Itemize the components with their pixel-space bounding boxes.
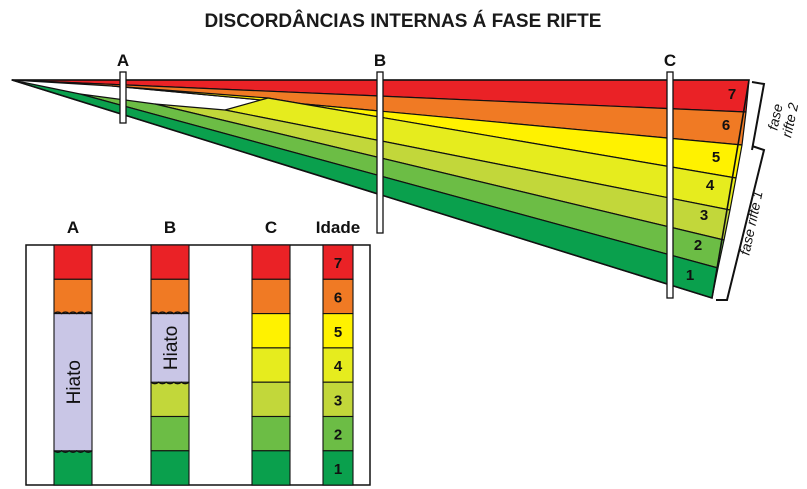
section-unit-label-2: 2: [694, 237, 702, 254]
well-label-b: B: [374, 51, 386, 70]
column-b-unit-7: [150, 244, 190, 280]
stratigraphic-columns: A Hiato B Hiato C Idade 7 6 5 4 3 2 1: [25, 218, 371, 486]
column-idade-unit-2: [322, 415, 354, 452]
section-unit-label-6: 6: [722, 117, 730, 134]
age-label-4: 4: [334, 358, 343, 375]
phase-label-rifte-2: faserifte 2: [764, 98, 802, 139]
section-unit-label-1: 1: [686, 267, 694, 284]
column-a: A Hiato: [53, 218, 93, 486]
column-idade-unit-1: [322, 450, 354, 486]
column-c-unit-5: [251, 313, 291, 349]
hiato-label: Hiato: [161, 326, 182, 370]
age-label-1: 1: [334, 461, 342, 478]
column-c-unit-7: [251, 244, 291, 280]
age-label-2: 2: [334, 427, 342, 444]
column-c-unit-3: [251, 381, 291, 418]
column-b-hiato: [150, 313, 190, 383]
well-a: [119, 71, 127, 124]
column-b-unit-2: [150, 415, 190, 452]
section-unit-label-7: 7: [728, 86, 736, 103]
column-b-unit-3: [150, 381, 190, 418]
well-label-a: A: [117, 51, 129, 70]
well-label-c: C: [664, 51, 676, 70]
column-idade: Idade 7 6 5 4 3 2 1: [316, 218, 360, 486]
column-a-unit-6: [53, 278, 93, 315]
column-idade-unit-4: [322, 347, 354, 383]
column-a-unit-7: [53, 244, 93, 280]
column-c-unit-1: [251, 450, 291, 486]
column-idade-unit-3: [322, 381, 354, 418]
section-unit-label-5: 5: [712, 149, 720, 166]
bracket-rifte-1: [716, 145, 766, 301]
unconformity-line: [53, 449, 93, 453]
age-label-3: 3: [334, 392, 342, 409]
age-label-7: 7: [334, 255, 342, 272]
column-b-unit-6: [150, 278, 190, 315]
column-a-unit-1: [53, 450, 93, 486]
column-idade-unit-7: [322, 244, 354, 280]
column-idade-unit-5: [322, 313, 354, 349]
column-b: B Hiato: [150, 218, 190, 486]
column-c: C: [251, 218, 291, 486]
section-unit-label-4: 4: [706, 177, 715, 194]
age-label-5: 5: [334, 324, 342, 341]
column-b-unit-1: [150, 450, 190, 486]
well-c: [666, 71, 674, 299]
column-header-b: B: [164, 218, 176, 237]
age-label-6: 6: [334, 289, 342, 306]
section-unit-label-3: 3: [700, 207, 708, 224]
column-c-unit-2: [251, 415, 291, 452]
unconformity-line: [53, 311, 93, 315]
diagram-title: DISCORDÂNCIAS INTERNAS Á FASE RIFTE: [205, 10, 602, 32]
unconformity-line: [150, 381, 190, 385]
phase-label-rifte-1: fase rifte 1: [736, 189, 765, 256]
column-a-hiato: [53, 313, 93, 452]
well-b: [376, 71, 384, 234]
column-header-a: A: [67, 218, 79, 237]
bracket-rifte-2: [751, 81, 766, 151]
column-header-idade: Idade: [316, 218, 360, 237]
column-c-unit-6: [251, 278, 291, 315]
hiato-label: Hiato: [64, 360, 85, 404]
column-c-unit-4: [251, 347, 291, 383]
unconformity-line: [150, 311, 190, 315]
column-header-c: C: [265, 218, 277, 237]
